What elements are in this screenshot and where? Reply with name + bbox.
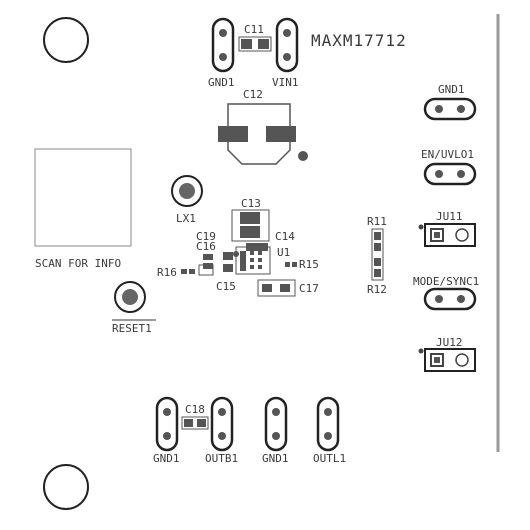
testpoint-reset1[interactable] (114, 281, 146, 313)
ic-u1 (233, 246, 271, 275)
label-c17: C17 (299, 282, 319, 295)
label-r16: R16 (157, 266, 177, 279)
capacitor-c17 (257, 279, 296, 297)
label-gnd1-top: GND1 (208, 76, 235, 89)
ju12-pin1-marker (418, 348, 424, 354)
jumper-ju12[interactable] (424, 348, 476, 372)
ju11-pin1-marker (418, 224, 424, 230)
mounting-hole-top-left (43, 17, 89, 63)
connector-gnd1-right[interactable] (423, 97, 477, 121)
label-u1: U1 (277, 246, 290, 259)
label-c15: C15 (216, 280, 236, 293)
capacitor-c13 (231, 209, 270, 242)
capacitor-c12 (218, 103, 308, 165)
label-ju11: JU11 (436, 210, 463, 223)
label-c19: C19 (196, 230, 216, 243)
jumper-ju11[interactable] (424, 223, 476, 247)
connector-gnd1-bottom-middle[interactable] (264, 396, 288, 452)
capacitor-c11 (238, 36, 272, 52)
label-mode-sync1: MODE/SYNC1 (413, 275, 479, 288)
connector-gnd1-bottom-left[interactable] (155, 396, 179, 452)
label-en-uvlo1: EN/UVLO1 (421, 148, 474, 161)
label-r15: R15 (299, 258, 319, 271)
connector-vin1[interactable] (275, 17, 299, 73)
connector-mode-sync1[interactable] (423, 287, 477, 311)
capacitor-c18 (181, 416, 209, 430)
label-outl1: OUTL1 (313, 452, 346, 465)
label-c18: C18 (185, 403, 205, 416)
label-c16: C16 (196, 240, 216, 253)
label-gnd1-bottom-middle: GND1 (262, 452, 289, 465)
label-reset1: RESET1 (112, 322, 152, 335)
connector-outl1[interactable] (316, 396, 340, 452)
qr-code-area (34, 148, 132, 247)
label-c12: C12 (243, 88, 263, 101)
label-vin1: VIN1 (272, 76, 299, 89)
label-c11: C11 (244, 23, 264, 36)
connector-en-uvlo1[interactable] (423, 162, 477, 186)
capacitor-c19-c16 (203, 254, 213, 269)
label-lx1: LX1 (176, 212, 196, 225)
connector-gnd1-top[interactable] (211, 17, 235, 73)
resistor-r11-r12 (371, 228, 384, 281)
resistor-r15 (285, 262, 297, 267)
connector-outb1[interactable] (210, 396, 234, 452)
qr-label: SCAN FOR INFO (35, 257, 121, 270)
label-c14: C14 (275, 230, 295, 243)
label-r11: R11 (367, 215, 387, 228)
label-gnd1-bottom-left: GND1 (153, 452, 180, 465)
board-title: MAXM17712 (311, 31, 407, 50)
capacitor-c15-pads (223, 252, 233, 272)
testpoint-lx1[interactable] (171, 175, 203, 207)
label-outb1: OUTB1 (205, 452, 238, 465)
resistor-r16 (181, 264, 214, 276)
mounting-hole-bottom-left (43, 464, 89, 510)
label-r12: R12 (367, 283, 387, 296)
label-c13: C13 (241, 197, 261, 210)
label-gnd1-right: GND1 (438, 83, 465, 96)
label-ju12: JU12 (436, 336, 463, 349)
